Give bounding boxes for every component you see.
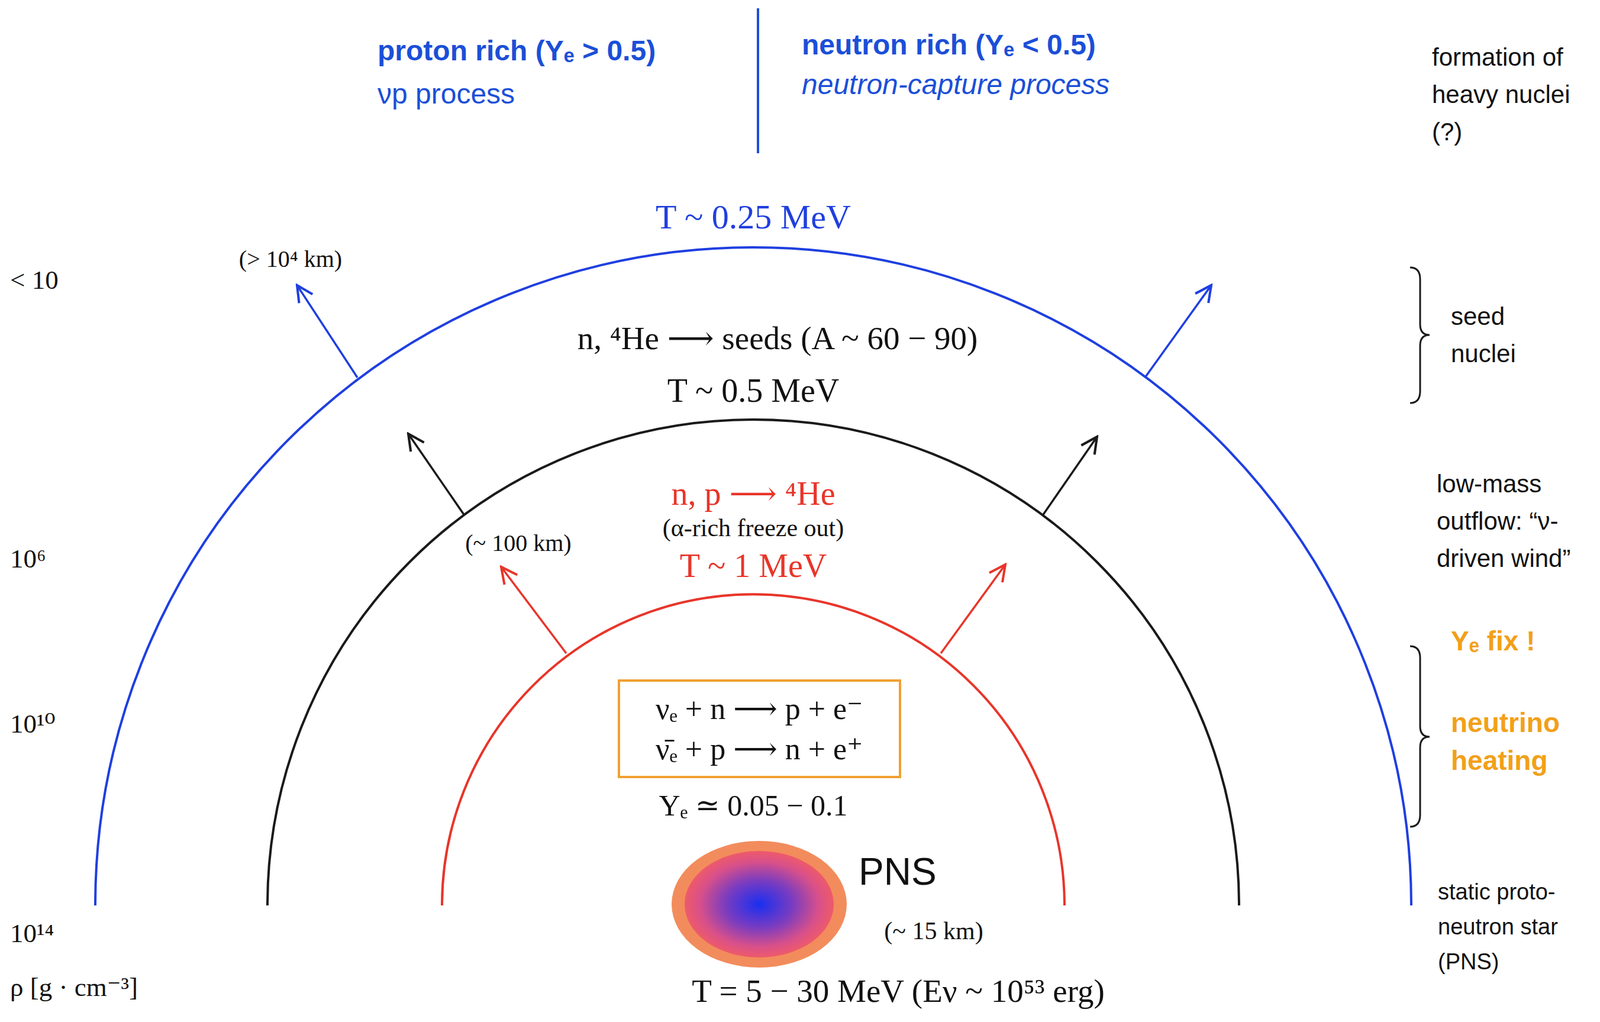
label-text: static proto-neutron star (PNS) [1437, 874, 1596, 980]
label-text: ρ [g · cm⁻³] [10, 972, 138, 1003]
label-text: (> 10⁴ km) [236, 245, 345, 273]
divider-line [756, 8, 760, 154]
label-text: neutrino heating [1450, 703, 1593, 780]
label-text: νp process [377, 77, 515, 111]
label-text: n, p ⟶ ⁴He [671, 474, 835, 513]
outflow-arrow [501, 566, 567, 654]
label-text: (α-rich freeze out) [662, 513, 844, 543]
star-crust [671, 840, 847, 968]
label-text: T ~ 1 MeV [679, 546, 828, 585]
label-text: (~ 15 km) [884, 916, 983, 945]
outflow-arrow [940, 564, 1006, 654]
outflow-arrow [1042, 436, 1098, 516]
outer-shell-arc [95, 247, 1412, 906]
label-text: (~ 100 km) [462, 529, 574, 557]
label-text: T ~ 0.5 MeV [667, 371, 840, 410]
label-text: Yₑ ≃ 0.05 − 0.1 [658, 788, 848, 824]
label-text: seed nuclei [1450, 297, 1570, 373]
label-text: 10¹⁰ [10, 708, 56, 740]
curly-brace [1410, 646, 1430, 827]
label-text: neutron-capture process [801, 68, 1110, 101]
label-text: n, ⁴He ⟶ seeds (A ~ 60 − 90) [577, 319, 979, 357]
star-shape [670, 839, 848, 969]
outflow-arrow [297, 285, 358, 378]
star-name: PNS [858, 850, 937, 895]
proto-neutron-star: PNS [670, 839, 848, 969]
label-text: neutron rich (Yₑ < 0.5) [801, 28, 1096, 61]
reaction-equation: ν̄ₑ + p ⟶ n + e⁺ [655, 728, 864, 770]
label-text: low-mass outflow: “ν-driven wind” [1436, 465, 1592, 577]
curly-brace [1410, 267, 1430, 403]
label-text: < 10 [10, 265, 59, 296]
star-core [684, 850, 834, 958]
label-text: formation of heavy nuclei (?) [1431, 38, 1587, 151]
outflow-arrow [1144, 285, 1212, 378]
middle-shell-arc [267, 419, 1240, 906]
label-text: T = 5 − 30 MeV (Eν ~ 10⁵³ erg) [691, 972, 1105, 1010]
label-text: proton rich (Yₑ > 0.5) [377, 34, 656, 67]
label-text: T ~ 0.25 MeV [655, 197, 851, 238]
reaction-box: νₑ + n ⟶ p + e⁻ν̄ₑ + p ⟶ n + e⁺ [617, 679, 902, 779]
label-text: 10⁶ [10, 543, 47, 575]
label-text: Yₑ fix ! [1450, 625, 1536, 657]
reaction-equation: νₑ + n ⟶ p + e⁻ [655, 688, 864, 729]
label-text: 10¹⁴ [10, 918, 54, 950]
outflow-arrow [408, 433, 465, 516]
